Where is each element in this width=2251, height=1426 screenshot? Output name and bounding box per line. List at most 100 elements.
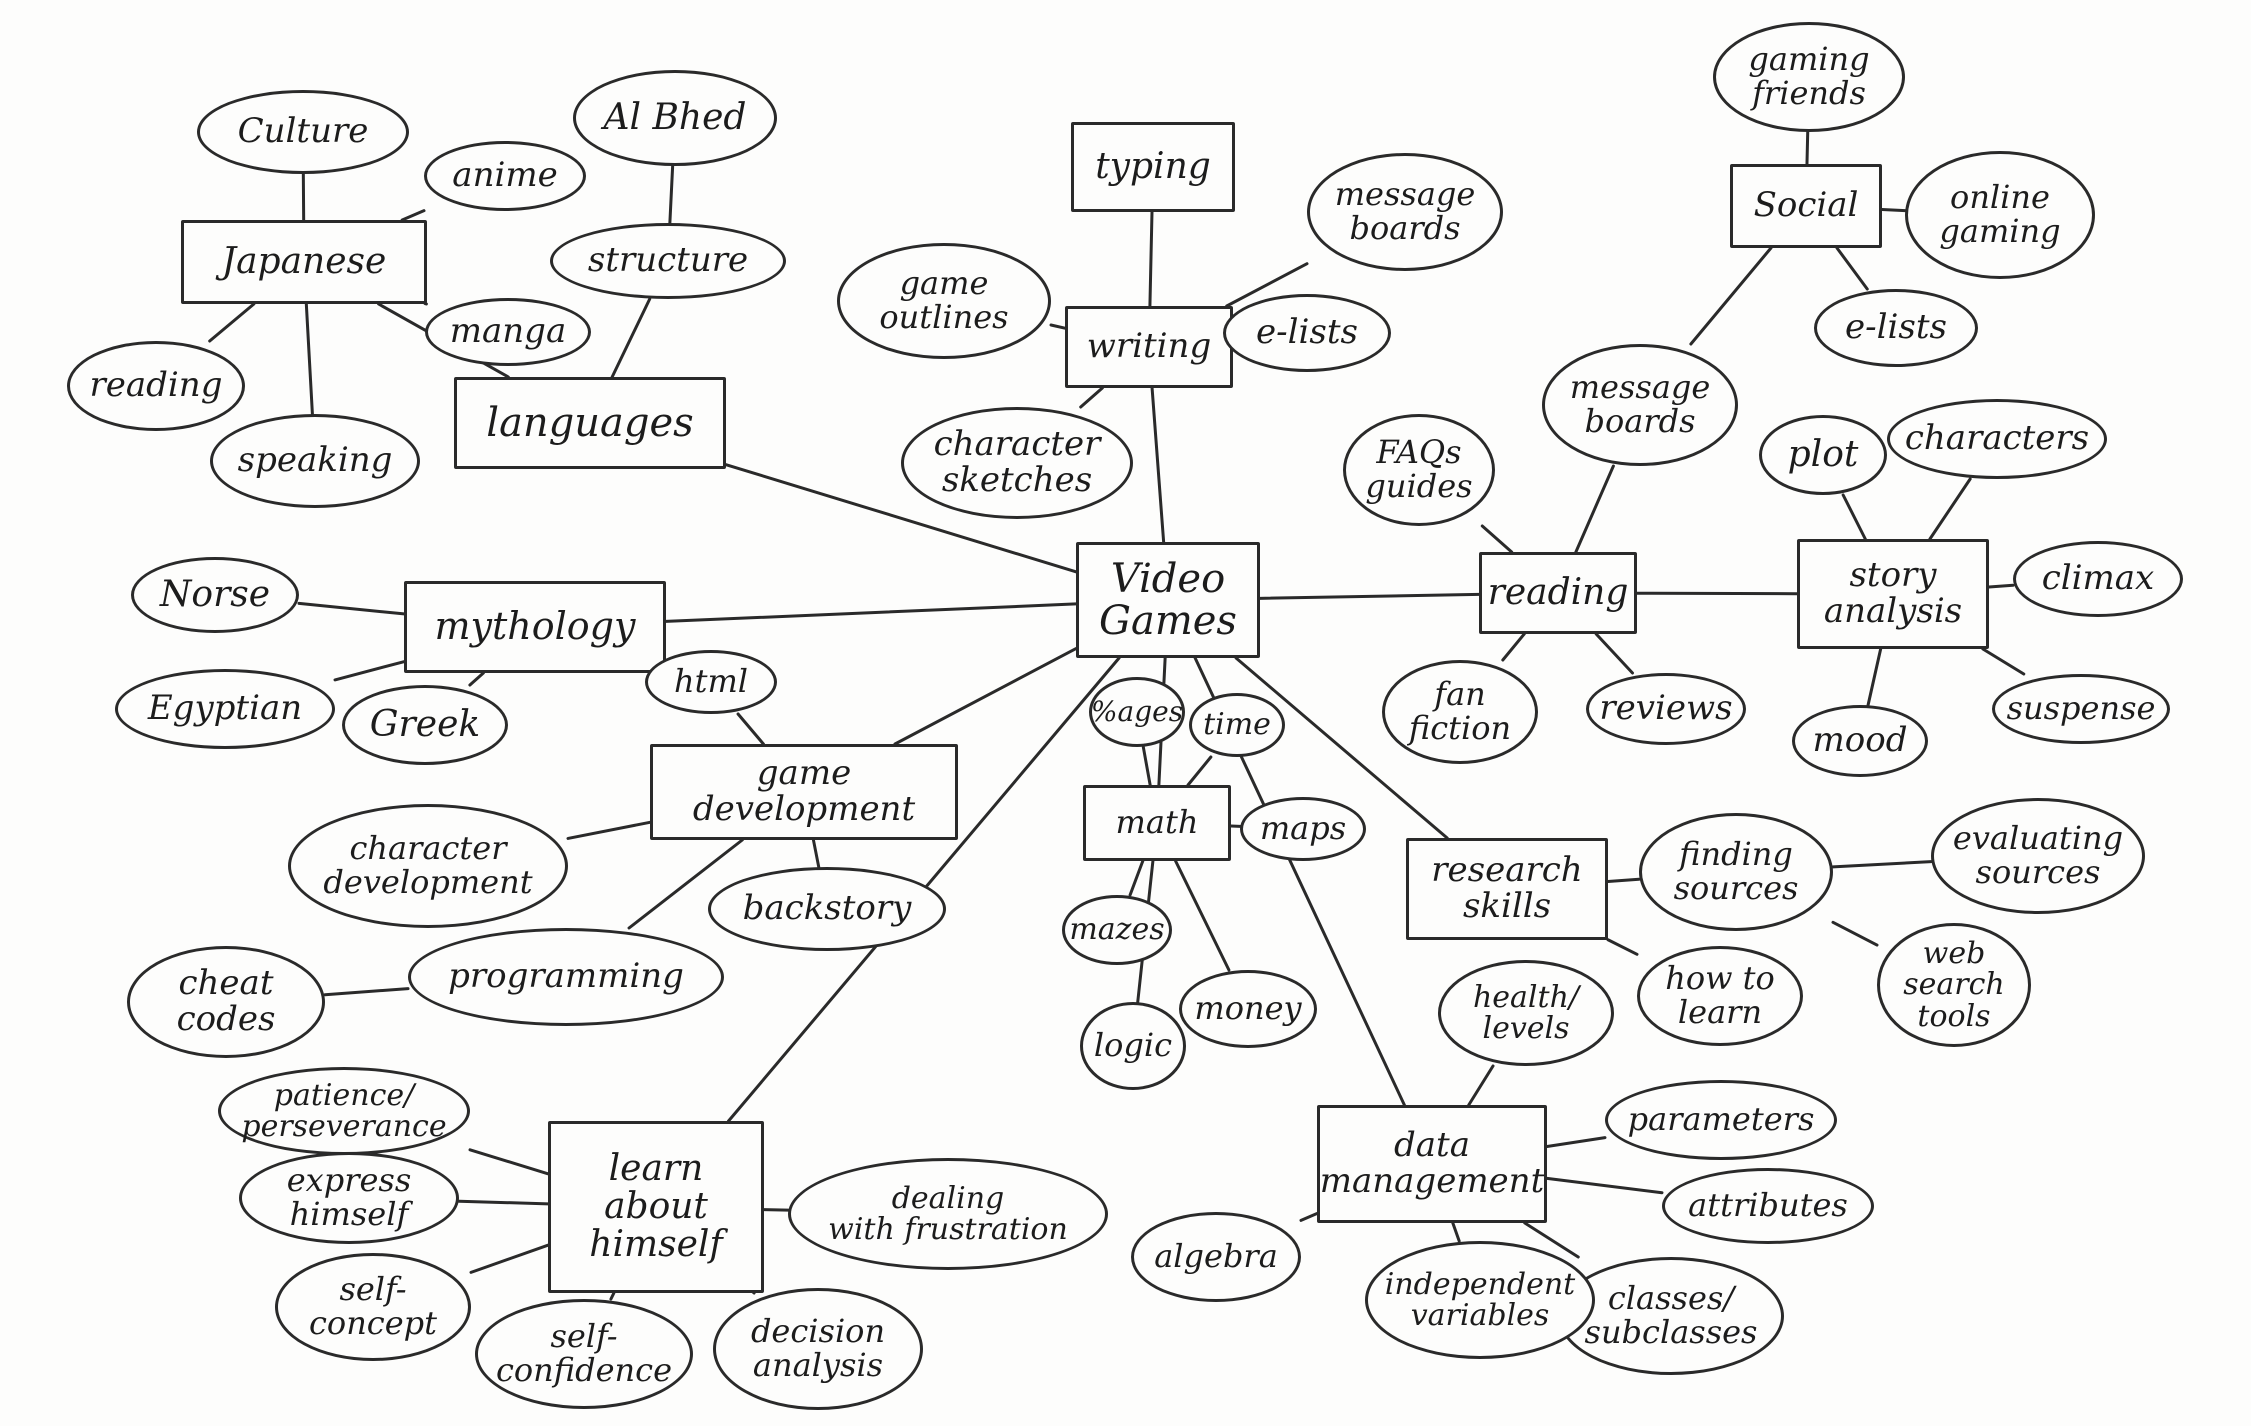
node-egyptian: Egyptian <box>115 669 335 749</box>
node-health-levels: health/ levels <box>1438 960 1614 1066</box>
connector-writing-character-sketches <box>1079 386 1104 409</box>
connector-programming-cheat-codes <box>323 987 410 997</box>
connector-math-mazes <box>1128 859 1145 897</box>
node-research-skills: research skills <box>1406 838 1608 940</box>
connector-game-development-backstory <box>811 838 821 869</box>
connector-structure-al-bhed <box>668 164 675 225</box>
node-story-analysis: story analysis <box>1797 539 1989 649</box>
connector-data-management-classes-subclasses <box>1523 1221 1580 1259</box>
connector-reading-fan-fiction <box>1501 632 1526 662</box>
connector-reading-message-boards-s <box>1574 464 1615 554</box>
node-al-bhed: Al Bhed <box>573 70 777 166</box>
node-e-lists-s: e-lists <box>1814 289 1978 367</box>
node-gaming-friends: gaming friends <box>1713 22 1905 132</box>
connector-research-skills-finding-sources <box>1606 877 1641 884</box>
node-faqs-guides: FAQs guides <box>1343 414 1495 526</box>
node-e-lists-w: e-lists <box>1223 294 1391 372</box>
node-self-concept: self- concept <box>275 1253 471 1361</box>
connector-japanese-anime <box>400 209 426 222</box>
connector-learn-about-himself-dealing-frustration <box>762 1208 790 1212</box>
node-anime: anime <box>424 141 586 211</box>
connector-data-management-algebra <box>1299 1212 1319 1222</box>
node-message-boards-w: message boards <box>1307 153 1503 271</box>
node-manga: manga <box>425 298 591 366</box>
node-structure: structure <box>550 223 786 299</box>
connector-data-management-independent-variables <box>1451 1221 1461 1243</box>
connector-video-games-research-skills <box>1234 656 1449 840</box>
node-backstory: backstory <box>708 867 946 951</box>
node-dealing-frustration: dealing with frustration <box>788 1158 1108 1270</box>
node-culture: Culture <box>197 90 409 174</box>
connector-research-skills-how-to-learn <box>1606 938 1639 956</box>
connector-data-management-parameters <box>1545 1136 1607 1148</box>
node-programming: programming <box>408 928 724 1026</box>
connector-video-games-reading <box>1258 592 1481 600</box>
node-languages: languages <box>454 377 726 469</box>
node-maps: maps <box>1240 797 1366 861</box>
connector-languages-structure <box>610 297 652 379</box>
node-math: math <box>1083 785 1231 861</box>
node-reading: reading <box>1479 552 1637 634</box>
connector-message-boards-s-social <box>1689 246 1773 346</box>
node-reviews: reviews <box>1586 673 1746 745</box>
connector-story-analysis-plot <box>1841 493 1867 541</box>
connector-japanese-speaking <box>304 302 314 416</box>
connector-learn-about-himself-self-concept <box>469 1243 550 1274</box>
connector-game-development-html <box>736 712 765 746</box>
node-finding-sources: finding sources <box>1639 813 1833 931</box>
node-reading-jp: reading <box>67 341 245 431</box>
connector-game-development-character-development <box>566 820 652 840</box>
node-data-management: data management <box>1317 1105 1547 1223</box>
node-character-sketches: character sketches <box>901 407 1133 519</box>
node-social: Social <box>1730 164 1882 248</box>
connector-math-time <box>1186 755 1213 787</box>
node-money: money <box>1179 970 1317 1048</box>
node-mood: mood <box>1792 705 1928 777</box>
node-attributes: attributes <box>1662 1168 1874 1244</box>
connector-finding-sources-evaluating-sources <box>1831 860 1933 869</box>
connector-reading-faqs-guides <box>1480 524 1514 554</box>
node-climax: climax <box>2013 541 2183 617</box>
node-typing: typing <box>1071 122 1235 212</box>
node-html: html <box>645 650 777 714</box>
connector-writing-game-outlines <box>1049 323 1067 330</box>
node-algebra: algebra <box>1131 1212 1301 1302</box>
node-parameters: parameters <box>1605 1080 1837 1160</box>
connector-story-analysis-climax <box>1987 583 2015 589</box>
node-characters: characters <box>1887 399 2107 479</box>
connector-math-money <box>1174 859 1231 972</box>
node-decision-analysis: decision analysis <box>713 1288 923 1410</box>
connector-writing-typing <box>1148 210 1154 308</box>
connector-social-online-gaming <box>1880 208 1907 213</box>
node-online-gaming: online gaming <box>1905 151 2095 279</box>
node-fan-fiction: fan fiction <box>1382 660 1538 764</box>
node-percentages: %ages <box>1089 677 1185 747</box>
connector-social-e-lists-s <box>1835 246 1869 291</box>
node-web-search-tools: web search tools <box>1877 923 2031 1047</box>
node-mazes: mazes <box>1062 895 1172 965</box>
node-game-development: game development <box>650 744 958 840</box>
node-independent-variables: independent variables <box>1365 1241 1595 1359</box>
connector-finding-sources-web-search-tools <box>1831 920 1879 947</box>
node-speaking: speaking <box>210 414 420 508</box>
connector-writing-message-boards-w <box>1225 262 1309 308</box>
node-patience: patience/ perseverance <box>218 1067 470 1155</box>
node-express-himself: express himself <box>239 1152 459 1244</box>
connector-video-games-mythology <box>664 602 1078 623</box>
connector-math-percentages <box>1141 745 1152 787</box>
node-norse: Norse <box>131 557 299 633</box>
connector-mythology-greek <box>468 671 485 687</box>
node-evaluating-sources: evaluating sources <box>1931 798 2145 914</box>
connector-japanese-reading-jp <box>208 302 256 343</box>
node-game-outlines: game outlines <box>837 243 1051 359</box>
node-character-development: character development <box>288 804 568 928</box>
connector-video-games-writing <box>1150 386 1166 544</box>
connector-story-analysis-suspense <box>1981 647 2026 676</box>
connector-video-games-languages <box>724 463 1078 574</box>
node-message-boards-s: message boards <box>1542 344 1738 466</box>
connector-social-gaming-friends <box>1805 130 1810 166</box>
node-plot: plot <box>1759 415 1887 495</box>
connector-reading-reviews <box>1594 632 1634 675</box>
